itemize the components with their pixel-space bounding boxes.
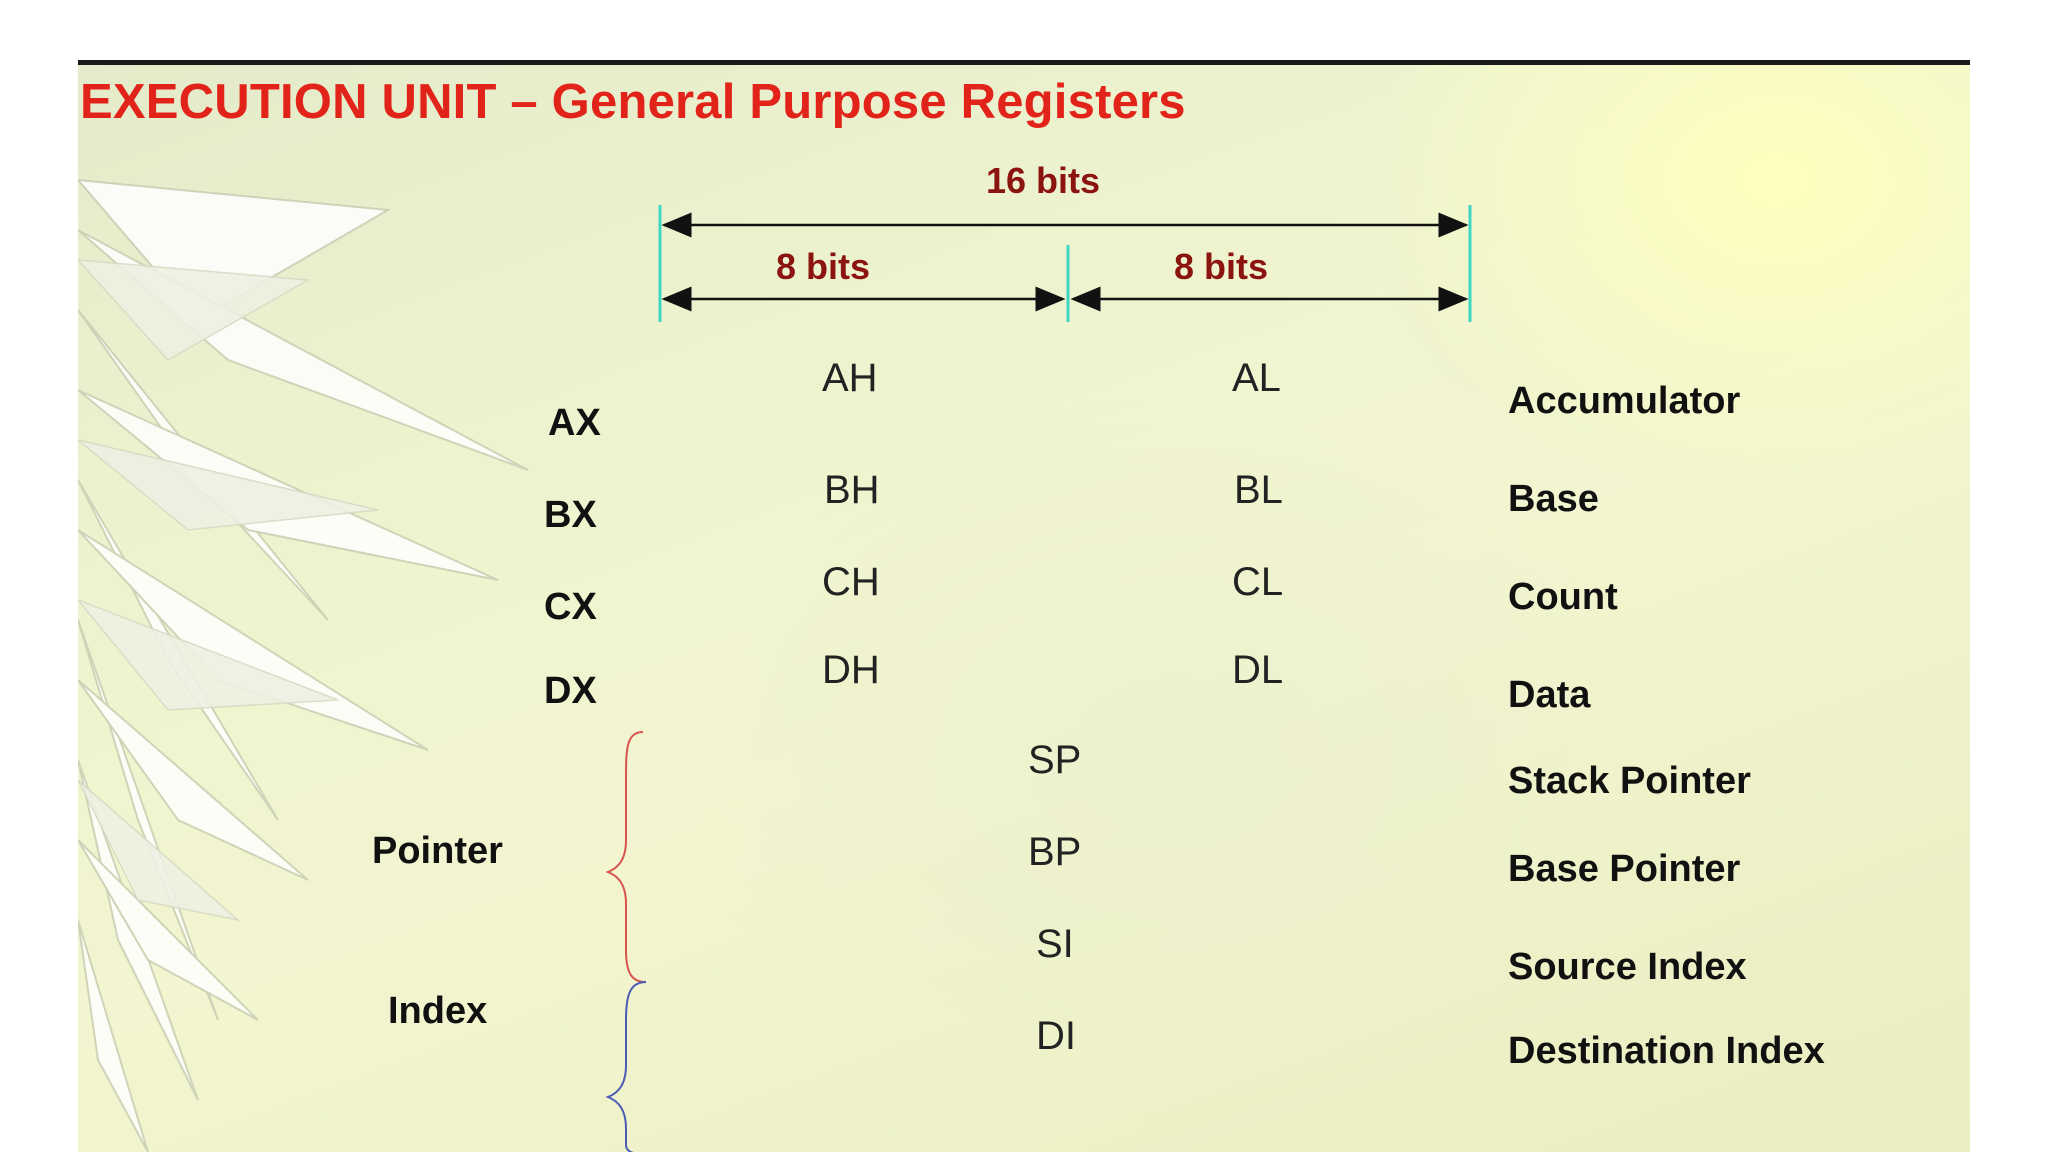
register-al: AL xyxy=(1232,356,1281,400)
role-accumulator: Accumulator xyxy=(1508,380,1741,422)
register-dl: DL xyxy=(1232,648,1284,692)
role-destination-index: Destination Index xyxy=(1508,1030,1825,1072)
role-base: Base xyxy=(1508,478,1599,520)
slide: EXECUTION UNIT – General Purpose Registe… xyxy=(78,60,1970,1152)
group-index-label: Index xyxy=(388,990,488,1032)
slide-title: EXECUTION UNIT – General Purpose Registe… xyxy=(80,75,1186,129)
role-data: Data xyxy=(1508,674,1591,716)
role-count: Count xyxy=(1508,576,1618,618)
register-ah: AH xyxy=(822,356,878,400)
register-cl: CL xyxy=(1232,560,1284,604)
top-rule xyxy=(78,60,1970,65)
register-ch: CH xyxy=(822,560,880,604)
register-bx-label: BX xyxy=(544,494,597,536)
register-dh: DH xyxy=(822,648,880,692)
role-source-index: Source Index xyxy=(1508,946,1747,988)
register-di: DI xyxy=(1036,1014,1076,1058)
register-si: SI xyxy=(1036,922,1074,966)
register-bl: BL xyxy=(1234,468,1283,512)
register-sp: SP xyxy=(1028,738,1082,782)
pointer-brace xyxy=(605,731,647,983)
diagram-lines xyxy=(605,205,1472,1152)
dim-16-bits-label: 16 bits xyxy=(986,160,1101,201)
register-bp: BP xyxy=(1028,830,1082,874)
decorative-star-shape xyxy=(78,178,529,1152)
role-stack-pointer: Stack Pointer xyxy=(1508,760,1751,802)
register-bh: BH xyxy=(824,468,880,512)
register-cx-label: CX xyxy=(544,586,597,628)
role-base-pointer: Base Pointer xyxy=(1508,848,1741,890)
register-dx-label: DX xyxy=(544,670,597,712)
dim-8-bits-high-label: 8 bits xyxy=(776,246,871,287)
dim-8-bits-low-label: 8 bits xyxy=(1174,246,1269,287)
register-ax-label: AX xyxy=(548,402,601,444)
index-brace xyxy=(605,981,647,1152)
group-pointer-label: Pointer xyxy=(372,830,503,872)
